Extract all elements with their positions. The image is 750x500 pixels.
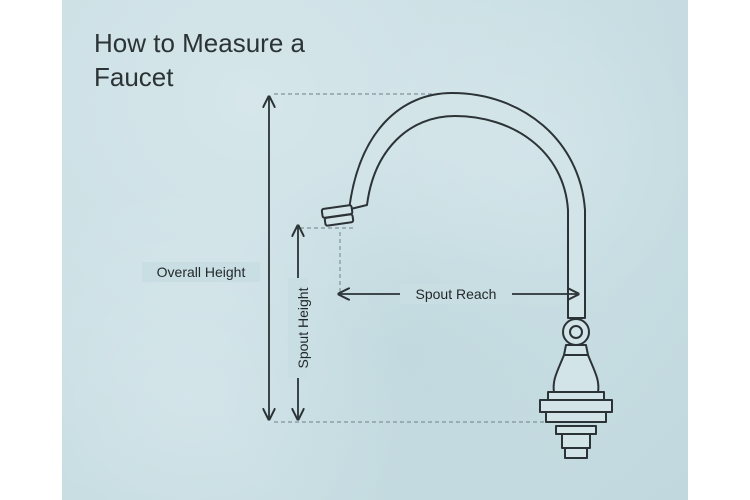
spout-height-label-bg	[288, 278, 308, 378]
illustration-panel: How to Measure a Faucet	[62, 0, 688, 500]
swivel-joint-center	[569, 325, 583, 339]
spout-reach-label: Spout Reach	[416, 286, 497, 302]
measurement-arrows	[269, 98, 577, 418]
faucet-diagram: Overall Height Spout Height Spout Reach	[142, 92, 613, 459]
faucet-neck	[563, 344, 589, 356]
mounting-nut	[555, 425, 597, 435]
spout-height-label: Spout Height	[295, 287, 311, 368]
faucet-body	[552, 354, 600, 393]
mounting-bolt	[564, 447, 588, 459]
overall-height-label-bg	[142, 262, 260, 282]
base-collar	[547, 391, 605, 401]
spout-reach-label-bg	[400, 284, 512, 304]
faucet-spout	[329, 92, 586, 319]
spout-aerator	[323, 213, 355, 227]
guide-lines	[274, 93, 567, 423]
mounting-shank	[561, 433, 591, 449]
base-plate	[539, 399, 613, 413]
base-flange	[545, 411, 607, 423]
overall-height-label: Overall Height	[157, 264, 246, 280]
faucet	[320, 92, 613, 459]
page-title: How to Measure a Faucet	[94, 28, 305, 92]
